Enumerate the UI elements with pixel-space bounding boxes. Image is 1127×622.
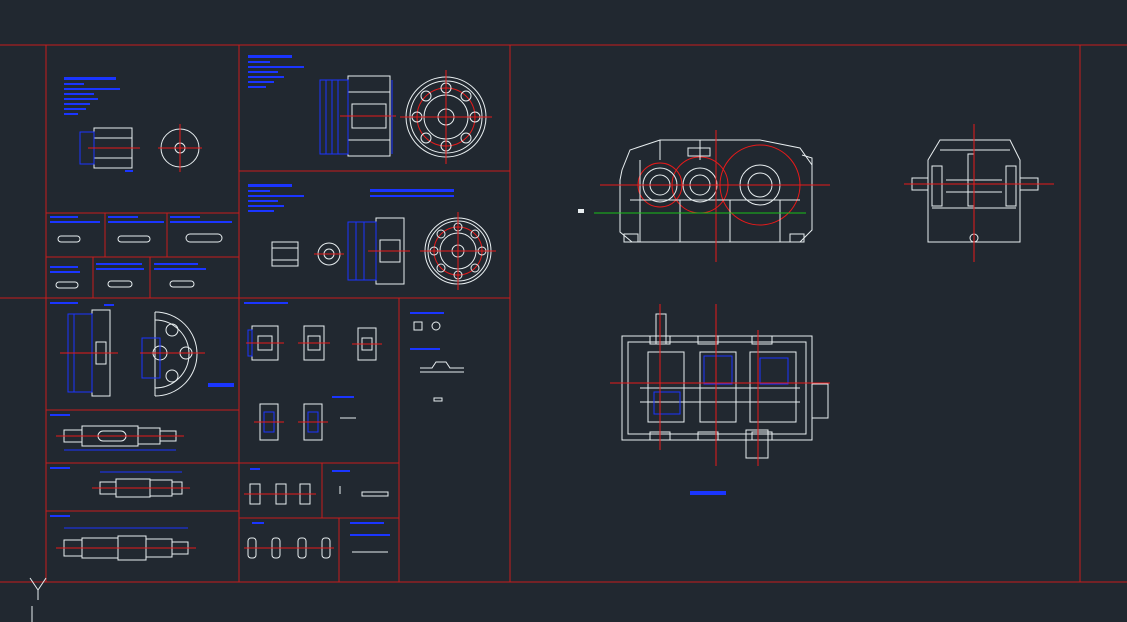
assembly-front-view[interactable] xyxy=(578,130,830,262)
part-gear-medium[interactable] xyxy=(248,184,496,290)
part-gear-small[interactable] xyxy=(64,77,202,172)
ucs-axis-icon xyxy=(29,577,47,622)
assembly-side-view[interactable] xyxy=(904,124,1054,262)
assembly-top-view[interactable] xyxy=(610,304,830,466)
part-shaft-3[interactable] xyxy=(50,515,196,561)
drawing-frame xyxy=(0,44,1127,583)
part-shaft-2[interactable] xyxy=(50,467,190,498)
part-gear-large[interactable] xyxy=(248,55,492,164)
parts-keys[interactable] xyxy=(50,216,232,289)
part-wheel-section[interactable] xyxy=(50,302,234,397)
part-shaft-1[interactable] xyxy=(50,414,184,451)
parts-misc[interactable] xyxy=(410,312,464,402)
assembly-caption xyxy=(690,491,726,495)
parts-bearing-covers[interactable] xyxy=(244,302,382,441)
parts-seals[interactable] xyxy=(244,468,390,559)
